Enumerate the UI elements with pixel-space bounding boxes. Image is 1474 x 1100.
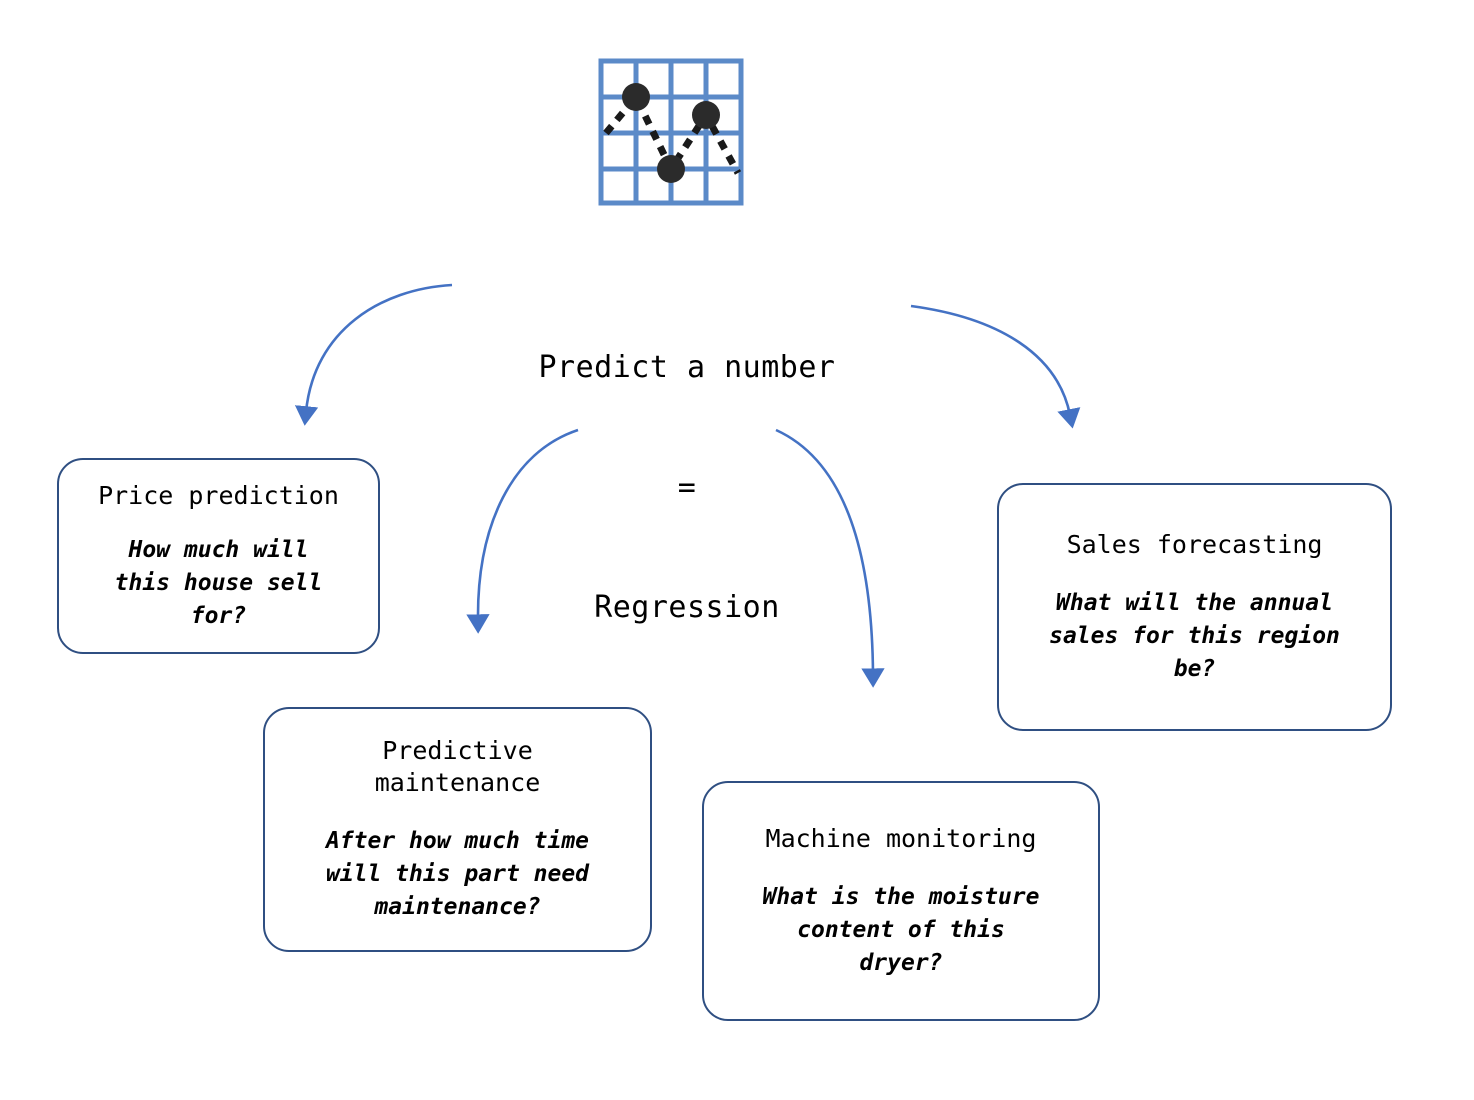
- node-title-machine-monitoring: Machine monitoring: [765, 823, 1037, 853]
- center-title-line-1: Predict a number: [538, 350, 836, 385]
- node-box-sales-forecasting[interactable]: Sales forecasting What will the annual s…: [997, 483, 1392, 731]
- node-title-sales-forecasting: Sales forecasting: [1066, 529, 1323, 559]
- node-question-machine-monitoring: What is the moisture content of this dry…: [762, 883, 1040, 976]
- arrow-to-price-prediction: [294, 283, 453, 426]
- node-question-price-prediction: How much will this house sell for?: [114, 536, 323, 629]
- node-question-sales-forecasting: What will the annual sales for this regi…: [1049, 589, 1340, 682]
- node-title-price-prediction: Price prediction: [98, 480, 339, 510]
- center-title-line-2: =: [677, 470, 697, 505]
- node-title-predictive-maintenance: Predictive maintenance: [374, 736, 541, 797]
- regression-scatter-grid-icon: [598, 58, 744, 206]
- center-title: Predict a number = Regression: [437, 268, 937, 708]
- node-box-price-prediction[interactable]: Price prediction How much will this hous…: [57, 458, 380, 654]
- node-box-predictive-maintenance[interactable]: Predictive maintenance After how much ti…: [263, 707, 652, 952]
- center-title-line-3: Regression: [594, 590, 780, 625]
- node-box-machine-monitoring[interactable]: Machine monitoring What is the moisture …: [702, 781, 1100, 1021]
- node-question-predictive-maintenance: After how much time will this part need …: [325, 828, 590, 920]
